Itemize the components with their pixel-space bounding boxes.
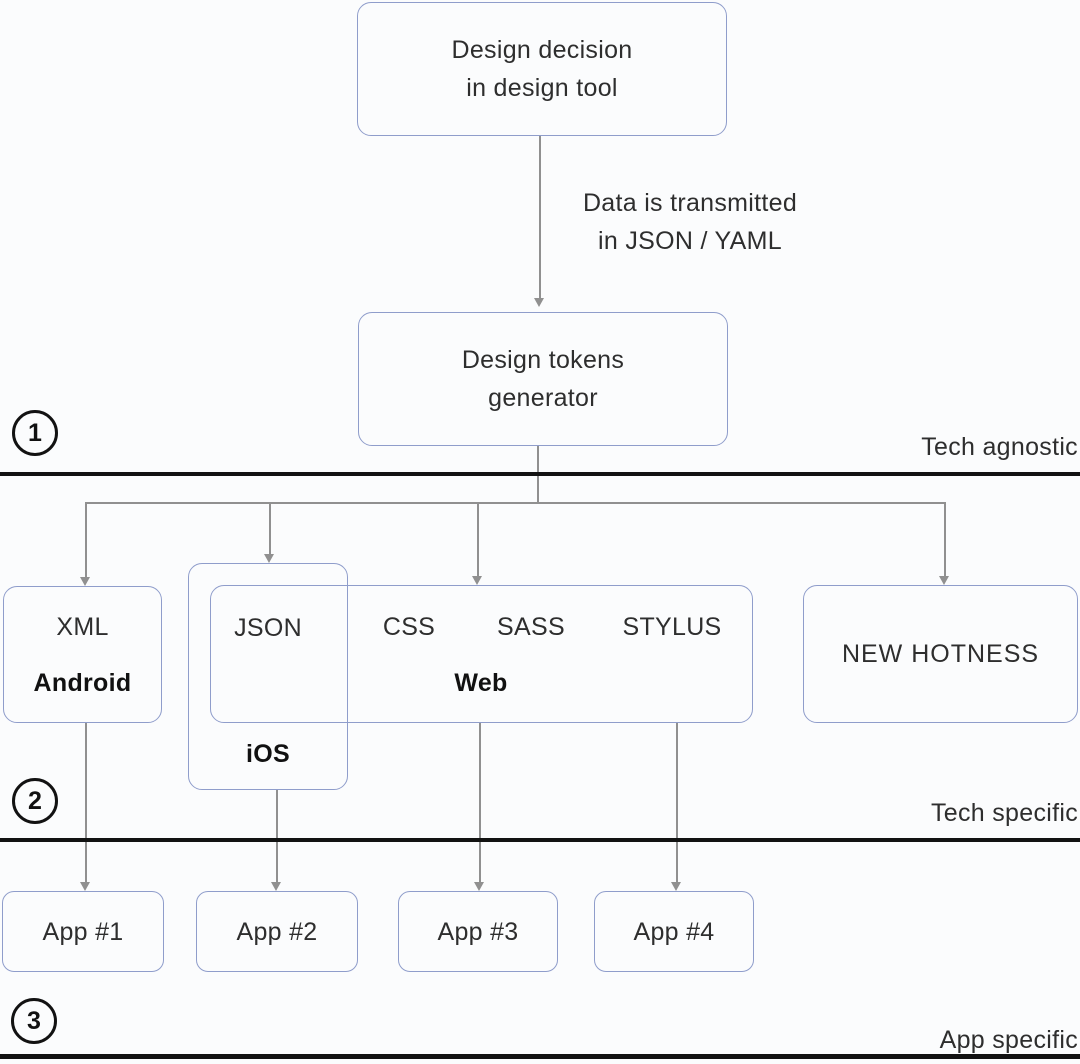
node-new-hotness: NEW HOTNESS [803,585,1078,723]
design-decision-label-line2: in design tool [466,74,618,102]
connector-branch-to-ios [269,502,271,555]
connector-branch-to-new-hotness [944,502,946,577]
section-2-label: Tech specific [930,799,1078,827]
node-app-2: App #2 [196,891,358,972]
connector-decision-to-generator [539,136,541,298]
app-4-label: App #4 [633,917,715,946]
web-platform-label: Web [454,669,508,697]
section-3-number: 3 [27,1006,41,1035]
android-platform-label: Android [33,668,132,697]
node-app-1: App #1 [2,891,164,972]
generator-label-line2: generator [488,384,598,412]
arrow-down-icon [534,298,544,307]
ios-format-label: JSON [234,614,302,642]
app-1-label: App #1 [42,917,124,946]
arrow-down-icon [472,576,482,585]
section-2-number: 2 [28,786,42,815]
section-rule-tech-agnostic [0,472,1080,476]
section-3-badge: 3 [11,998,57,1044]
section-2-badge: 2 [12,778,58,824]
node-ios: JSON iOS [188,563,348,790]
arrow-down-icon [80,882,90,891]
connector-ios-to-app2 [276,790,278,883]
transmission-line1: Data is transmitted [582,189,798,217]
node-design-tokens-generator: Design tokens generator [358,312,728,446]
web-format-sass-label: SASS [497,613,565,641]
node-app-4: App #4 [594,891,754,972]
ios-platform-label: iOS [246,740,290,768]
transmission-line2: in JSON / YAML [598,227,782,255]
arrow-down-icon [671,882,681,891]
app-3-label: App #3 [437,917,519,946]
design-decision-label-line1: Design decision [451,36,633,64]
section-3-label: App specific [939,1026,1078,1054]
section-rule-tech-specific [0,838,1080,842]
transmission-annotation: Data is transmitted in JSON / YAML [545,184,835,260]
arrow-down-icon [271,882,281,891]
arrow-down-icon [264,554,274,563]
section-1-badge: 1 [12,410,58,456]
app-2-label: App #2 [236,917,318,946]
connector-web-to-app3 [479,723,481,883]
node-design-decision: Design decision in design tool [357,2,727,136]
generator-label-line1: Design tokens [461,346,625,374]
web-format-css-label: CSS [382,613,436,641]
connector-android-to-app1 [85,723,87,883]
arrow-down-icon [80,577,90,586]
connector-branch-to-android [85,502,87,578]
section-1-label: Tech agnostic [921,433,1078,461]
arrow-down-icon [939,576,949,585]
section-rule-app-specific [0,1054,1080,1059]
new-hotness-label: NEW HOTNESS [841,640,1040,668]
android-format-label: XML [56,612,109,641]
connector-web-to-app4 [676,723,678,883]
section-1-number: 1 [28,418,42,447]
node-web: CSS SASS STYLUS Web [210,585,753,723]
branch-horizontal-line [86,502,945,504]
web-format-stylus-label: STYLUS [622,613,722,641]
arrow-down-icon [474,882,484,891]
node-android: XML Android [3,586,162,723]
connector-branch-to-web [477,502,479,577]
node-app-3: App #3 [398,891,558,972]
